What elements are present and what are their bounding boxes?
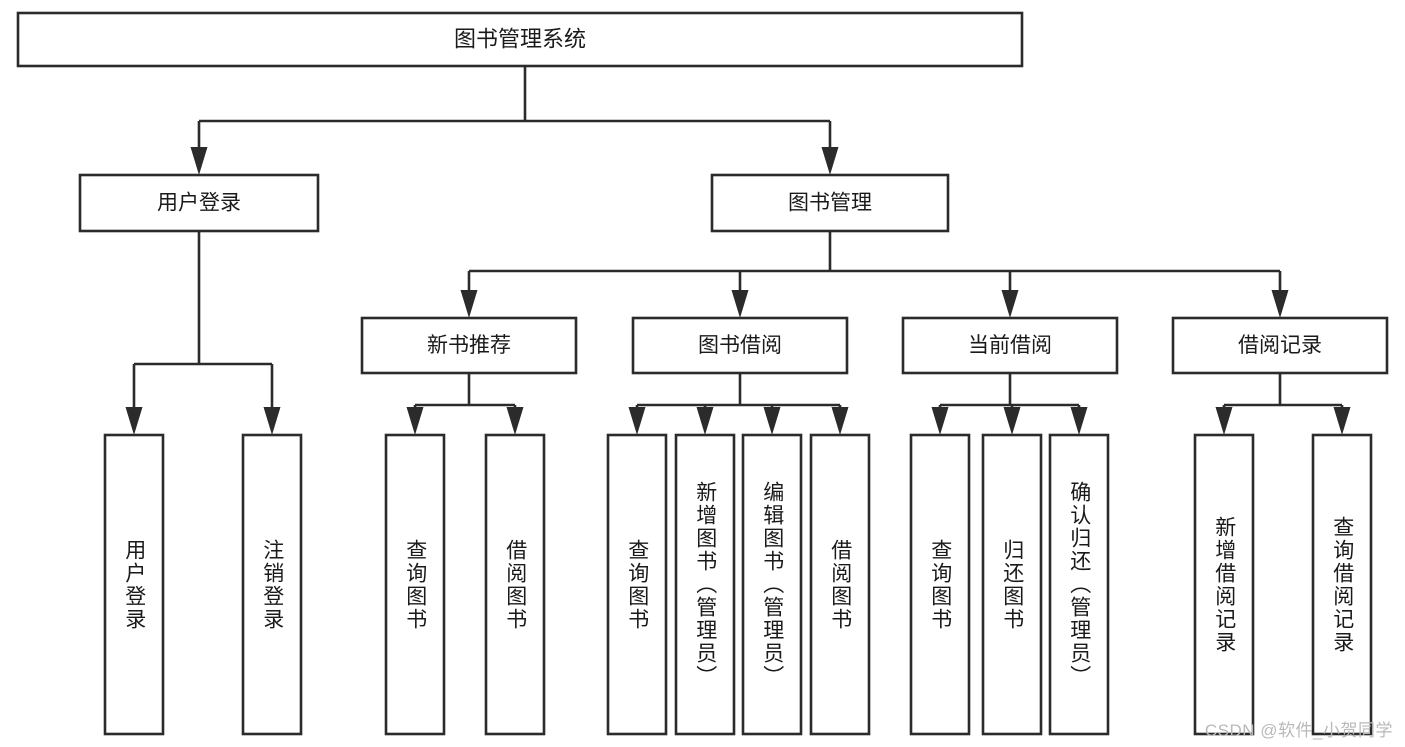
csdn-watermark: CSDN @软件_小贺同学 bbox=[1204, 721, 1393, 740]
edge-arrow-head-icon bbox=[1271, 290, 1289, 318]
node-box-leaf-return-book[interactable] bbox=[981, 433, 1043, 736]
node-box-leaf-edit-book[interactable] bbox=[741, 433, 803, 736]
edges-layer bbox=[125, 66, 1351, 435]
edge-arrow-head-icon bbox=[125, 407, 143, 435]
edge-group-current-to-leaves bbox=[931, 373, 1088, 435]
node-box-leaf-user-login[interactable] bbox=[103, 433, 165, 736]
node-label-borrow-record: 借阅记录 bbox=[1238, 334, 1322, 357]
edge-arrow-head-icon bbox=[831, 407, 849, 435]
node-label-book-borrow: 图书借阅 bbox=[698, 334, 782, 357]
edge-group-recommend-to-leaves bbox=[406, 373, 524, 435]
node-box-new-book-recommend[interactable] bbox=[360, 316, 578, 375]
node-box-leaf-query-book-1[interactable] bbox=[384, 433, 446, 736]
node-label-book-manage: 图书管理 bbox=[788, 192, 872, 215]
node-box-current-borrow[interactable] bbox=[901, 316, 1119, 375]
edge-arrow-head-icon bbox=[821, 147, 839, 175]
node-box-leaf-confirm-return[interactable] bbox=[1048, 433, 1110, 736]
node-box-leaf-borrow-book-1[interactable] bbox=[484, 433, 546, 736]
node-box-leaf-query-book-3[interactable] bbox=[909, 433, 971, 736]
node-box-root[interactable] bbox=[16, 11, 1024, 68]
node-box-borrow-record[interactable] bbox=[1171, 316, 1389, 375]
boxes-layer bbox=[16, 11, 1389, 736]
node-box-leaf-query-book-2[interactable] bbox=[606, 433, 668, 736]
node-box-book-manage[interactable] bbox=[710, 173, 950, 233]
edge-arrow-head-icon bbox=[263, 407, 281, 435]
edge-arrow-head-icon bbox=[190, 147, 208, 175]
edge-arrow-head-icon bbox=[763, 407, 781, 435]
node-box-book-borrow[interactable] bbox=[631, 316, 849, 375]
edge-arrow-head-icon bbox=[1070, 407, 1088, 435]
node-label-current-borrow: 当前借阅 bbox=[968, 334, 1052, 357]
edge-arrow-head-icon bbox=[1003, 407, 1021, 435]
node-label-user-login: 用户登录 bbox=[157, 192, 241, 215]
node-box-leaf-logout[interactable] bbox=[241, 433, 303, 736]
node-box-leaf-add-book[interactable] bbox=[674, 433, 736, 736]
node-box-leaf-add-record[interactable] bbox=[1193, 433, 1255, 736]
node-label-root: 图书管理系统 bbox=[454, 26, 586, 51]
edge-group-borrow-to-leaves bbox=[628, 373, 849, 435]
edge-arrow-head-icon bbox=[1333, 407, 1351, 435]
edge-arrow-head-icon bbox=[628, 407, 646, 435]
edge-arrow-head-icon bbox=[731, 290, 749, 318]
node-box-leaf-borrow-book-2[interactable] bbox=[809, 433, 871, 736]
edge-arrow-head-icon bbox=[696, 407, 714, 435]
node-label-new-book-recommend: 新书推荐 bbox=[427, 334, 511, 357]
edge-group-book-manage-to-level3 bbox=[460, 231, 1289, 318]
edge-arrow-head-icon bbox=[931, 407, 949, 435]
edge-group-user-login-to-leaves bbox=[125, 231, 281, 435]
edge-arrow-head-icon bbox=[406, 407, 424, 435]
edge-arrow-head-icon bbox=[460, 290, 478, 318]
node-box-user-login[interactable] bbox=[78, 173, 320, 233]
edge-arrow-head-icon bbox=[1001, 290, 1019, 318]
edge-group-root-to-level2 bbox=[190, 66, 839, 175]
edge-arrow-head-icon bbox=[506, 407, 524, 435]
edge-group-record-to-leaves bbox=[1215, 373, 1351, 435]
node-box-leaf-query-record[interactable] bbox=[1311, 433, 1373, 736]
edge-arrow-head-icon bbox=[1215, 407, 1233, 435]
